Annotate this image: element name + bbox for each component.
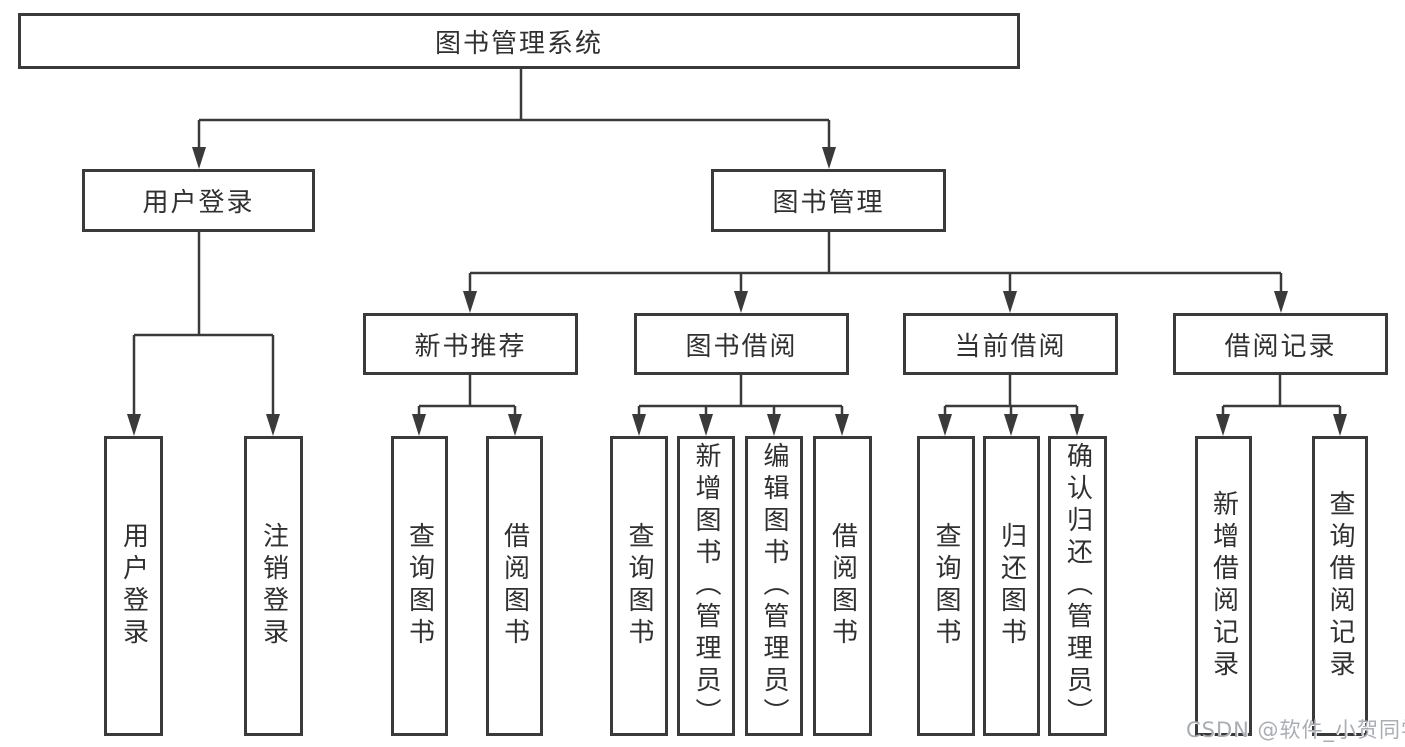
node-root: 图书管理系统 [18, 13, 1020, 69]
leaf-cb-return-book-label: 归还图书 [996, 522, 1027, 650]
leaf-nbr-borrow-book: 借阅图书 [486, 436, 543, 736]
leaf-bb-edit-book-label: 编辑图书（管理员） [759, 442, 789, 730]
leaf-nbr-borrow-book-label: 借阅图书 [499, 522, 530, 650]
leaf-bb-add-book: 新增图书（管理员） [677, 436, 735, 736]
leaf-nbr-query-book: 查询图书 [391, 436, 448, 736]
leaf-bb-edit-book: 编辑图书（管理员） [745, 436, 803, 736]
node-new-book-recommend: 新书推荐 [363, 313, 578, 375]
leaf-cb-confirm-return: 确认归还（管理员） [1048, 436, 1107, 736]
leaf-user-login-label: 用户登录 [118, 522, 149, 650]
leaf-bb-query-book-label: 查询图书 [624, 522, 654, 650]
leaf-bb-borrow-book: 借阅图书 [813, 436, 872, 736]
leaf-br-add-record-label: 新增借阅记录 [1208, 490, 1239, 682]
leaf-cb-query-book-label: 查询图书 [931, 522, 961, 650]
leaf-logout: 注销登录 [244, 436, 303, 736]
leaf-nbr-query-book-label: 查询图书 [404, 522, 435, 650]
leaf-cb-query-book: 查询图书 [917, 436, 975, 736]
csdn-watermark: CSDN @软件_小贺同学 [1186, 718, 1405, 742]
leaf-cb-confirm-return-label: 确认归还（管理员） [1062, 442, 1093, 730]
node-current-borrowing: 当前借阅 [903, 313, 1118, 375]
node-user-login: 用户登录 [82, 169, 315, 232]
node-book-borrowing: 图书借阅 [634, 313, 849, 375]
leaf-user-login: 用户登录 [104, 436, 163, 736]
leaf-bb-query-book: 查询图书 [610, 436, 668, 736]
leaf-cb-return-book: 归还图书 [983, 436, 1040, 736]
arrowheads [127, 147, 1347, 436]
leaf-bb-borrow-book-label: 借阅图书 [827, 522, 858, 650]
leaf-br-query-record-label: 查询借阅记录 [1325, 490, 1355, 682]
leaf-br-add-record: 新增借阅记录 [1195, 436, 1252, 736]
leaf-bb-add-book-label: 新增图书（管理员） [691, 442, 721, 730]
node-book-management: 图书管理 [711, 169, 946, 232]
node-borrowing-records: 借阅记录 [1173, 313, 1388, 375]
leaf-br-query-record: 查询借阅记录 [1312, 436, 1368, 736]
leaf-logout-label: 注销登录 [258, 522, 289, 650]
